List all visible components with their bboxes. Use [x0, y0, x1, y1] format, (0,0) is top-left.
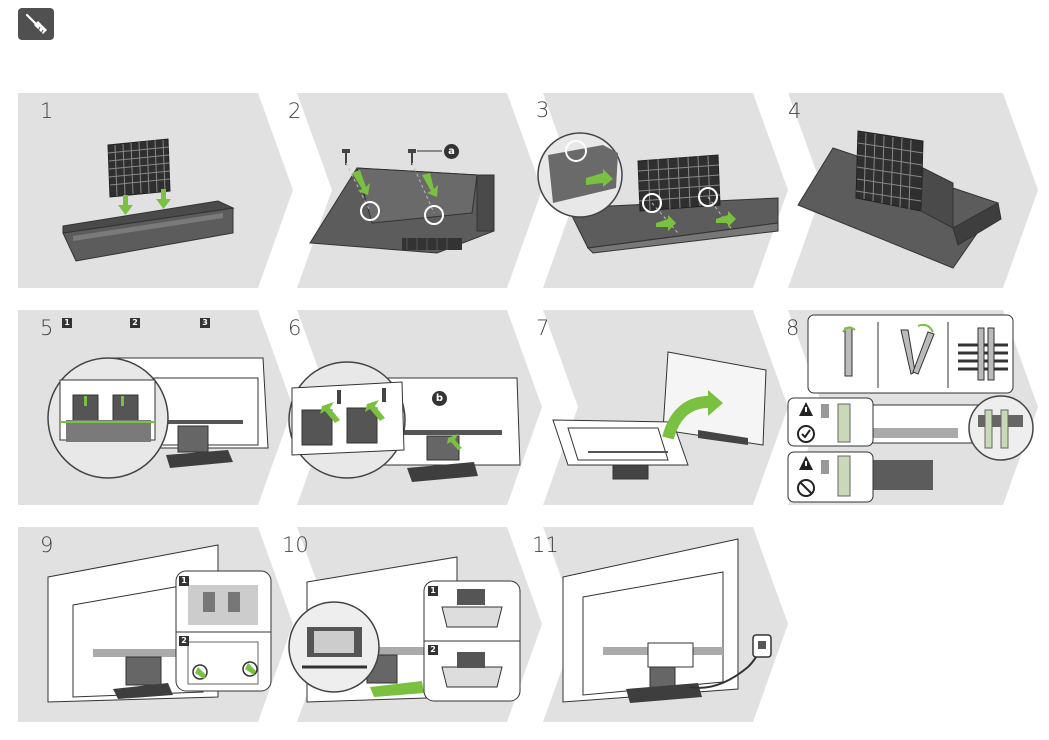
step-6-panel: 6 b [262, 310, 542, 505]
part-callout-a: a [444, 144, 459, 159]
step-10-panel: 10 1 2 [262, 527, 542, 722]
step-number: 3 [536, 98, 550, 122]
step-3-panel: 3 [508, 93, 788, 288]
step-2-panel: 2 a [262, 93, 542, 288]
step-number: 8 [786, 316, 800, 340]
step-number: 6 [288, 316, 302, 340]
step-11-panel: 11 [508, 527, 788, 722]
step-number: 10 [282, 533, 309, 557]
sub-step-2: 2 [179, 636, 189, 646]
step-number: 5 [40, 316, 54, 340]
step-number: 9 [40, 533, 54, 557]
sub-step-1: 1 [428, 586, 438, 596]
sub-step-2: 2 [130, 318, 140, 328]
part-callout-b: b [432, 391, 447, 406]
screwdriver-icon [18, 8, 54, 40]
sub-step-2: 2 [428, 645, 438, 655]
step-number: 7 [536, 316, 550, 340]
step-9-panel: 9 1 2 [18, 527, 293, 722]
step-1-panel: 1 [18, 93, 293, 288]
sub-step-1: 1 [179, 576, 189, 586]
step-8-panel: 8 1 2 3 [62, 310, 1038, 505]
step-number: 4 [788, 99, 802, 123]
sub-step-3: 3 [200, 318, 210, 328]
step-4-panel: 4 [753, 93, 1038, 288]
step-number: 2 [288, 99, 302, 123]
step-number: 1 [40, 99, 54, 123]
step-number: 11 [532, 533, 559, 557]
step-5-panel: 5 [18, 310, 293, 505]
step-7-panel: 7 [508, 310, 788, 505]
sub-step-1: 1 [62, 318, 72, 328]
